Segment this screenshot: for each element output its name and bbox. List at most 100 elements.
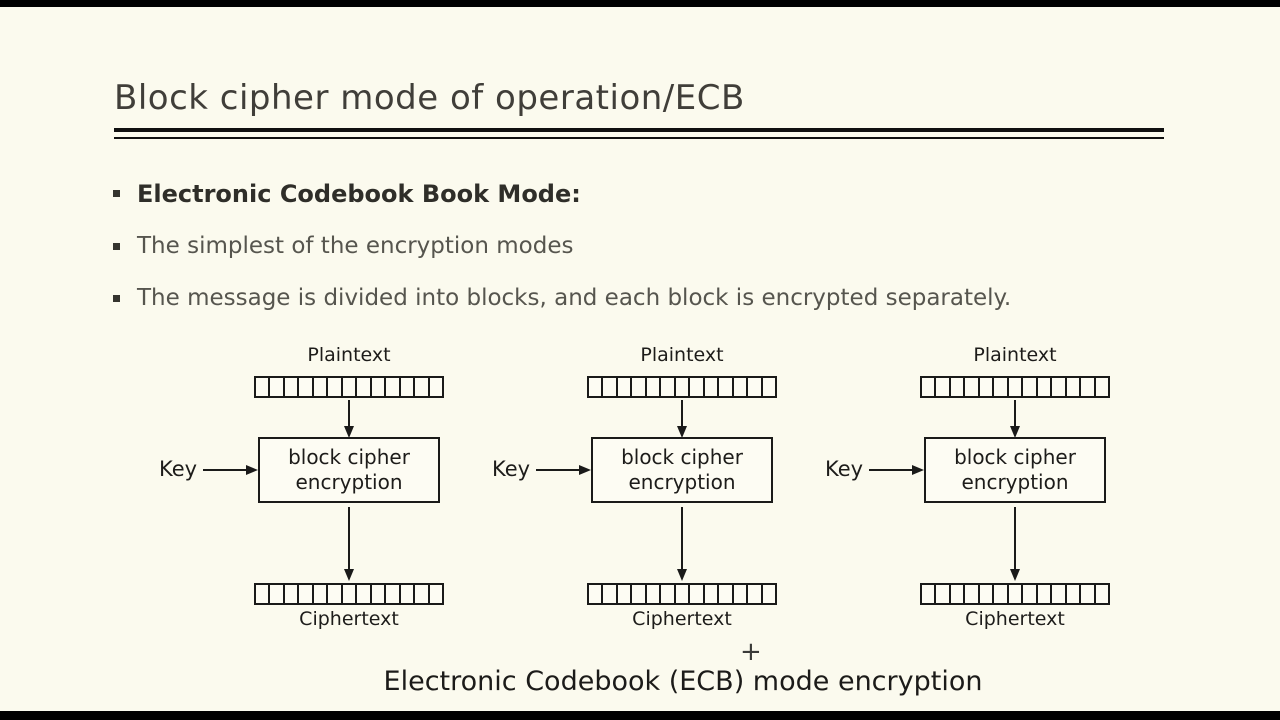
block-cell [690,585,705,603]
block-cell [430,585,442,603]
block-cell [1067,585,1082,603]
block-cell [299,585,314,603]
square-bullet-icon [113,243,120,250]
square-bullet-icon [113,295,120,302]
bullet-item: The simplest of the encryption modes [113,233,573,259]
block-cell [705,585,720,603]
block-cell [994,585,1009,603]
block-cell [285,378,300,396]
arrow-down-icon [1010,400,1020,438]
block-cell [922,585,937,603]
box-label-line2: encryption [295,470,403,494]
block-cell [1009,585,1024,603]
block-cell [314,585,329,603]
block-cell [603,585,618,603]
block-cell [719,585,734,603]
block-cell [415,378,430,396]
block-cell [299,378,314,396]
block-cell [1052,585,1067,603]
key-label: Key [492,457,531,481]
title-underline-thick [114,128,1164,132]
block-cell [980,378,995,396]
block-cell [951,585,966,603]
block-cell [1081,378,1096,396]
box-label-line1: block cipher [954,445,1076,469]
title-underline-thin [114,137,1164,139]
block-cell [386,585,401,603]
block-cell [1009,378,1024,396]
block-cell [1038,378,1053,396]
block-cell [676,585,691,603]
block-cell [705,378,720,396]
block-cell [357,378,372,396]
bullet-text: The message is divided into blocks, and … [137,285,1012,311]
letterbox-top [0,0,1280,7]
arrow-right-icon [869,465,924,475]
block-cell [734,378,749,396]
arrow-down-icon [677,400,687,438]
block-cell [763,378,775,396]
crosshair-cursor-icon: + [740,637,762,667]
block-cell [1096,378,1108,396]
block-cell [603,378,618,396]
block-cell [430,378,442,396]
ecb-diagram-row: Plaintext block cipher encryption Key Ci… [0,340,1280,640]
block-cell [256,585,271,603]
block-cell [980,585,995,603]
block-cell [343,585,358,603]
block-cell [256,378,271,396]
block-cell [589,585,604,603]
block-cell [922,378,937,396]
block-cell [270,585,285,603]
plaintext-block-bar [587,376,777,398]
block-cell [936,378,951,396]
block-cell [343,378,358,396]
block-cell [1096,585,1108,603]
diagram-caption: Electronic Codebook (ECB) mode encryptio… [383,666,983,697]
block-cell [748,378,763,396]
block-cell [676,378,691,396]
ciphertext-block-bar [254,583,444,605]
block-cell [661,585,676,603]
block-cell [357,585,372,603]
ecb-diagram-1: Plaintext block cipher encryption Key Ci… [159,340,499,640]
block-cell [951,378,966,396]
box-label-line2: encryption [961,470,1069,494]
plaintext-label: Plaintext [307,344,391,366]
bullet-item: The message is divided into blocks, and … [113,285,1011,311]
bullet-text: Electronic Codebook Book Mode: [137,180,581,208]
arrow-down-icon [1010,507,1020,581]
arrow-right-icon [536,465,591,475]
box-label-line1: block cipher [621,445,743,469]
block-cell [661,378,676,396]
block-cell [1023,585,1038,603]
block-cell [372,585,387,603]
block-cell [285,585,300,603]
block-cell [618,585,633,603]
block-cell [690,378,705,396]
block-cipher-encryption-box: block cipher encryption [924,437,1106,503]
block-cell [647,378,662,396]
box-label-line1: block cipher [288,445,410,469]
box-label-line2: encryption [628,470,736,494]
block-cell [1038,585,1053,603]
ciphertext-block-bar [920,583,1110,605]
block-cell [632,585,647,603]
block-cell [965,585,980,603]
block-cell [372,378,387,396]
ciphertext-label: Ciphertext [299,608,399,630]
square-bullet-icon [113,190,120,197]
letterbox-bottom [0,711,1280,720]
arrow-right-icon [203,465,258,475]
key-label: Key [825,457,864,481]
block-cell [994,378,1009,396]
ciphertext-block-bar [587,583,777,605]
block-cell [328,378,343,396]
block-cell [719,378,734,396]
ciphertext-label: Ciphertext [965,608,1065,630]
block-cell [647,585,662,603]
block-cell [936,585,951,603]
block-cell [1067,378,1082,396]
bullet-text: The simplest of the encryption modes [137,233,574,259]
